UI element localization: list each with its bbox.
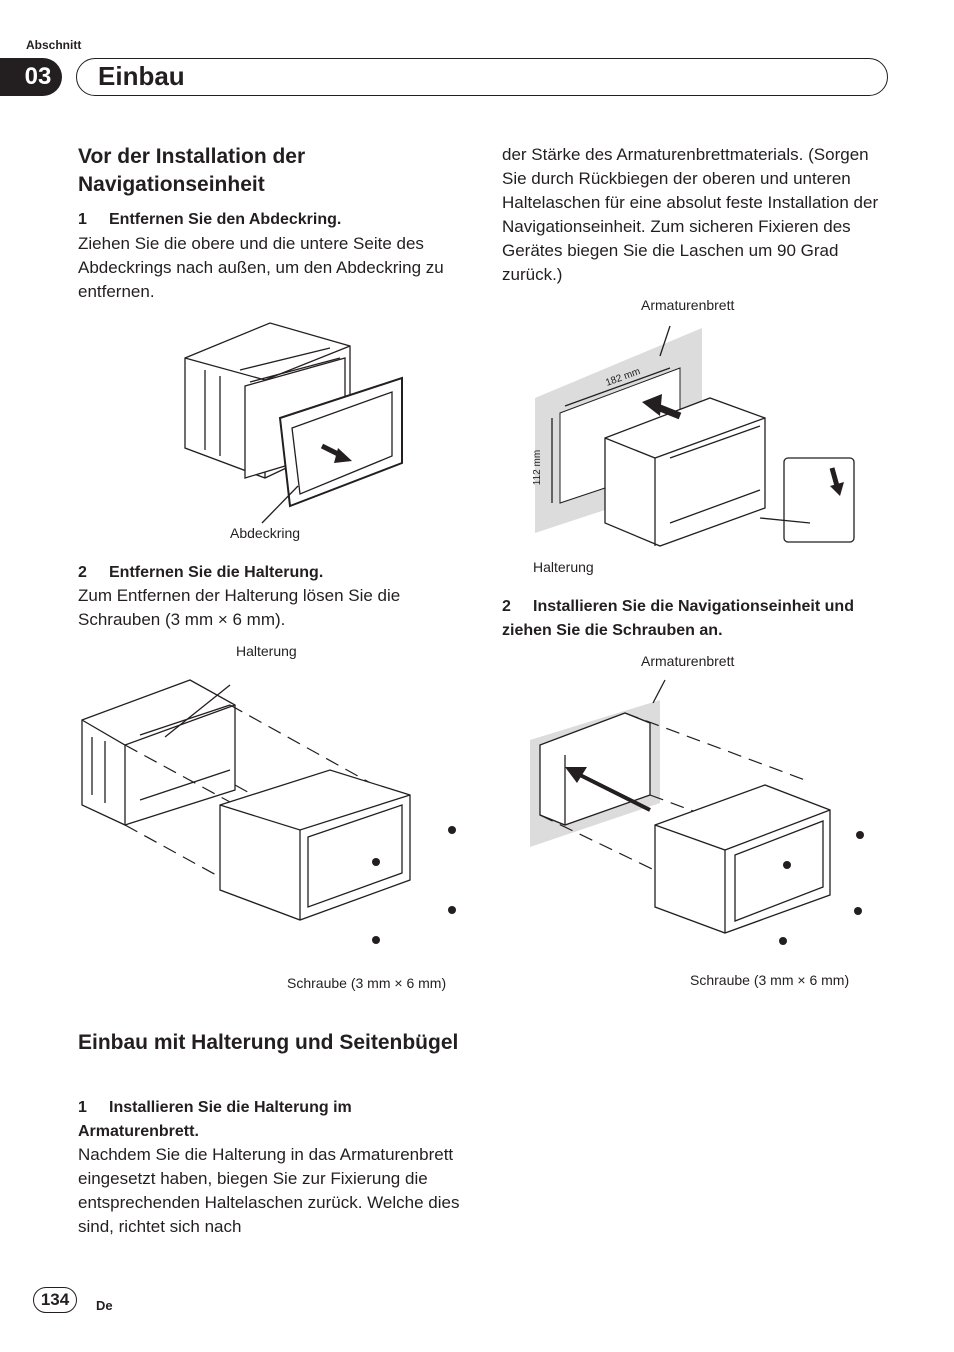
section-title-frame [76,58,888,96]
arrow-icon [565,767,587,783]
leader-line [659,325,671,357]
arrow-shaft [579,773,651,812]
figure-install-holder [535,325,855,547]
step-number: 2 [78,564,87,581]
step-3-body-continued: der Stärke des Armaturenbrettmaterials. … [502,145,879,284]
unit-rib [249,357,341,383]
leader-line [164,684,231,738]
section-title: Einbau [98,61,185,91]
holder-rib [139,704,231,736]
screw-icon [783,861,791,869]
screw-icon [372,858,380,866]
step-number: 2 [502,598,511,615]
caption-dashboard-2: Armaturenbrett [641,653,735,669]
trim-ring-inner [291,391,393,495]
section-number: 03 [0,58,62,96]
screw-icon [372,936,380,944]
guide-line [124,824,281,911]
dimension-height: 112 mm [532,449,544,486]
step-title-text: Installieren Sie die Navigationseinheit … [502,598,854,639]
caption-trim-ring: Abdeckring [230,525,301,541]
leader-line [759,517,811,524]
holder-rib [669,425,761,459]
screw-icon [854,907,862,915]
section-label: Abschnitt [26,38,82,52]
page-number: 134 [33,1287,77,1313]
screw-icon [856,831,864,839]
holder-rib [669,489,761,524]
arrow-down-icon [830,482,844,496]
holder-cage [604,397,766,547]
unit-screen [734,820,824,922]
step-1-title: 1 Entfernen Sie den Abdeckring. [78,208,468,232]
step-2-title: 2 Entfernen Sie die Halterung. [78,561,468,585]
arrow-shaft [829,467,840,487]
trim-ring-outer [278,376,403,508]
unit-rib [239,347,331,371]
guide-line [229,704,411,806]
step-number: 1 [78,1099,87,1116]
inset-detail [783,457,855,543]
navigation-unit [219,769,411,921]
screw-icon [779,937,787,945]
leader-line [652,679,666,704]
dimension-line [564,367,671,407]
arrow-icon [334,448,352,463]
leader-line [261,485,299,524]
step-title-text: Entfernen Sie die Halterung. [109,564,324,581]
heading-installation-with-holder: Einbau mit Halterung und Seitenbügel [78,1031,459,1054]
heading-before-installation: Vor der Installation der Navigationseinh… [78,145,306,196]
caption-holder-2: Halterung [533,559,594,575]
guide-line [624,712,806,781]
screw-icon [448,826,456,834]
step-1-body: Ziehen Sie die obere und die untere Seit… [78,234,444,301]
caption-dashboard: Armaturenbrett [641,297,735,313]
step-2-body: Zum Entfernen der Halterung lösen Sie di… [78,586,401,629]
language-code: De [96,1298,113,1313]
step-number: 1 [78,211,87,228]
step-title-text: Entfernen Sie den Abdeckring. [109,211,342,228]
step-3-body: Nachdem Sie die Halterung in das Armatur… [78,1145,460,1236]
caption-screw-2: Schraube (3 mm × 6 mm) [690,972,850,988]
caption-screw: Schraube (3 mm × 6 mm) [287,975,447,991]
caption-holder: Halterung [236,643,297,659]
figure-remove-holder [81,679,456,944]
figure-install-unit [530,679,864,945]
figure-trim-ring [184,322,403,524]
screw-icon [448,906,456,914]
arrow-icon [642,394,662,416]
navigation-unit [654,784,831,934]
guide-line [539,814,676,881]
unit-screen [307,804,403,908]
holder-rib [139,769,231,801]
step-title-text: Installieren Sie die Halterung im Armatu… [78,1099,352,1140]
